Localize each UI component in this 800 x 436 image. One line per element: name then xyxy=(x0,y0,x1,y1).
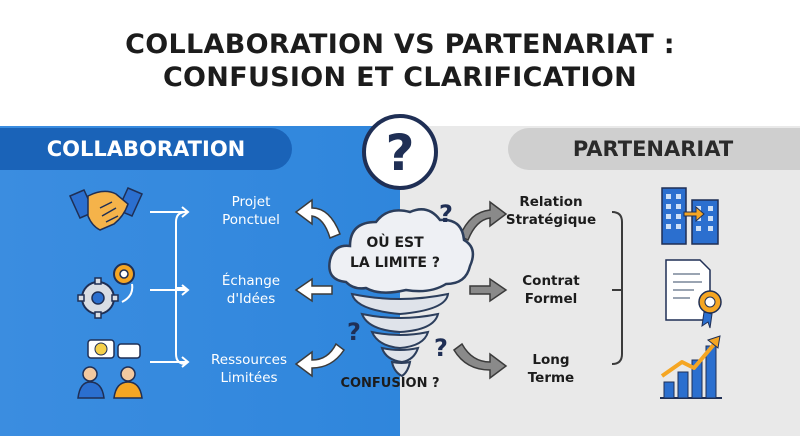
handshake-icon xyxy=(69,187,143,231)
growth-chart-icon xyxy=(660,335,722,399)
page-title: COLLABORATION VS PARTENARIAT : CONFUSION… xyxy=(0,28,800,94)
arrows-to-right xyxy=(453,200,508,380)
right-bracket xyxy=(611,211,623,365)
right-panel-bg xyxy=(400,126,800,436)
buildings-icon xyxy=(661,187,719,245)
left-panel-bg xyxy=(0,126,400,436)
big-question-mark: ? xyxy=(385,124,414,182)
arrows-to-left xyxy=(294,198,346,378)
collab-item-echange: Échange d'Idées xyxy=(221,273,281,307)
arrow-to-ressources xyxy=(294,342,346,378)
partner-item-long-terme: Long Terme xyxy=(527,352,575,386)
confusion-caption: CONFUSION ? xyxy=(340,376,440,391)
arrow-to-contrat xyxy=(469,277,508,303)
title-line-1: COLLABORATION VS PARTENARIAT : xyxy=(125,29,675,60)
arrow-to-relation xyxy=(459,200,508,242)
collab-item-ressources: Ressources Limitées xyxy=(211,352,287,386)
cloud-label: OÙ EST LA LIMITE ? xyxy=(349,235,440,271)
arrow-to-long-terme xyxy=(453,342,508,380)
left-arrows xyxy=(150,206,190,368)
question-mark-small: ? xyxy=(434,334,448,362)
tornado-icon xyxy=(350,292,450,378)
title-line-2: CONFUSION ET CLARIFICATION xyxy=(162,62,638,93)
collaboration-header: COLLABORATION xyxy=(0,128,292,170)
partenariat-header: PARTENARIAT xyxy=(508,128,800,170)
arrow-to-echange xyxy=(294,277,333,303)
partner-item-contrat: Contrat Formel xyxy=(522,273,580,307)
people-idea-icon xyxy=(77,339,143,399)
gears-icon xyxy=(77,263,135,319)
certificate-icon xyxy=(665,259,722,329)
arrow-to-projet xyxy=(294,198,341,240)
cloud-icon xyxy=(328,208,475,294)
question-circle xyxy=(362,114,438,190)
question-mark-small: ? xyxy=(439,200,453,228)
partner-item-relation: Relation Stratégique xyxy=(505,194,597,228)
question-mark-small: ? xyxy=(347,318,361,346)
collab-item-projet: Projet Ponctuel xyxy=(222,194,280,228)
